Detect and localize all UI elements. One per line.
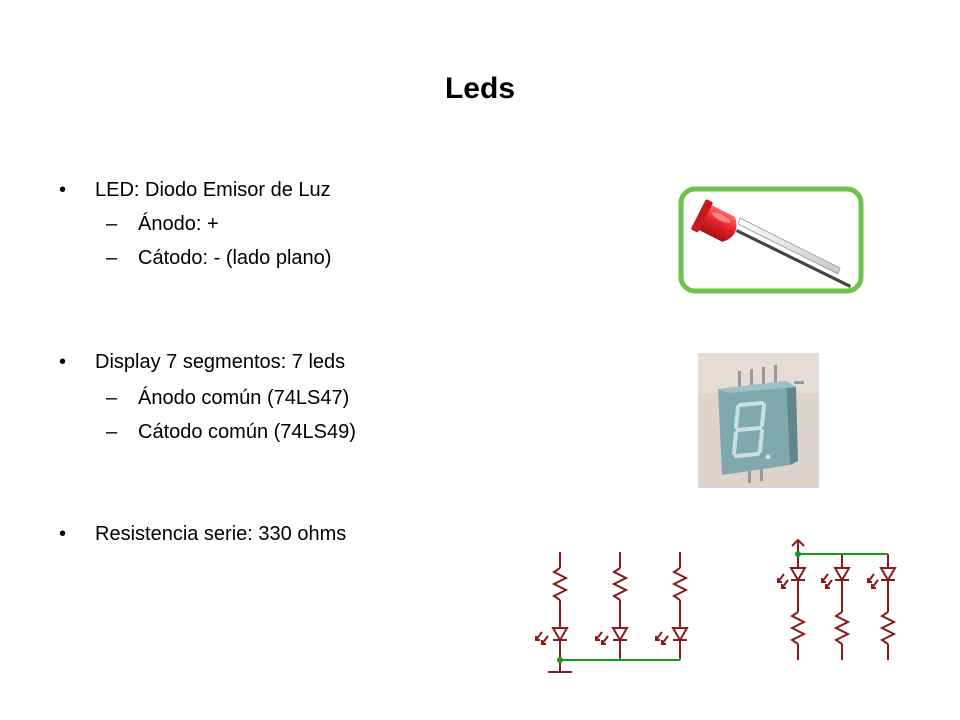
bullet-item: • LED: Diodo Emisor de Luz xyxy=(59,178,331,202)
sub-bullet-marker: – xyxy=(106,387,118,409)
sub-bullet-item: – Ánodo: + xyxy=(106,212,219,236)
sub-bullet-marker: – xyxy=(106,421,118,443)
led-photo xyxy=(678,186,864,294)
led-branch xyxy=(655,552,689,658)
led-branch xyxy=(821,554,851,660)
led-anode-leg xyxy=(737,217,841,275)
sub-bullet-marker: – xyxy=(106,213,118,235)
sub-bullet-text: Ánodo: + xyxy=(138,213,219,235)
digit-eight-segments xyxy=(732,401,766,458)
common-cathode-schematic xyxy=(535,552,689,673)
bullet-marker: • xyxy=(59,179,67,201)
led-branch xyxy=(867,554,897,660)
led-branch xyxy=(535,552,569,658)
bullet-text: Display 7 segmentos: 7 leds xyxy=(95,351,346,373)
sub-bullet-item: – Ánodo común (74LS47) xyxy=(106,386,350,410)
bullet-item: • Resistencia serie: 330 ohms xyxy=(59,522,347,546)
bullet-marker: • xyxy=(59,351,67,373)
common-anode-schematic xyxy=(777,538,897,660)
led-cathode-leg xyxy=(736,229,851,288)
bullet-item: • Display 7 segmentos: 7 leds xyxy=(59,350,346,374)
bullet-text: LED: Diodo Emisor de Luz xyxy=(95,179,331,201)
sub-bullet-text: Cátodo: - (lado plano) xyxy=(138,247,332,269)
seven-segment-display-photo xyxy=(698,353,819,488)
sub-bullet-marker: – xyxy=(106,247,118,269)
led-branch xyxy=(777,554,807,660)
led-branch xyxy=(595,552,629,658)
sub-bullet-text: Cátodo común (74LS49) xyxy=(138,421,356,443)
sub-bullet-item: – Cátodo: - (lado plano) xyxy=(106,246,332,270)
bullet-marker: • xyxy=(59,523,67,545)
sub-bullet-item: – Cátodo común (74LS49) xyxy=(106,420,356,444)
led-body xyxy=(691,199,737,242)
sub-bullet-text: Ánodo común (74LS47) xyxy=(138,387,350,409)
page-title: Leds xyxy=(444,72,516,105)
bullet-text: Resistencia serie: 330 ohms xyxy=(95,523,347,545)
